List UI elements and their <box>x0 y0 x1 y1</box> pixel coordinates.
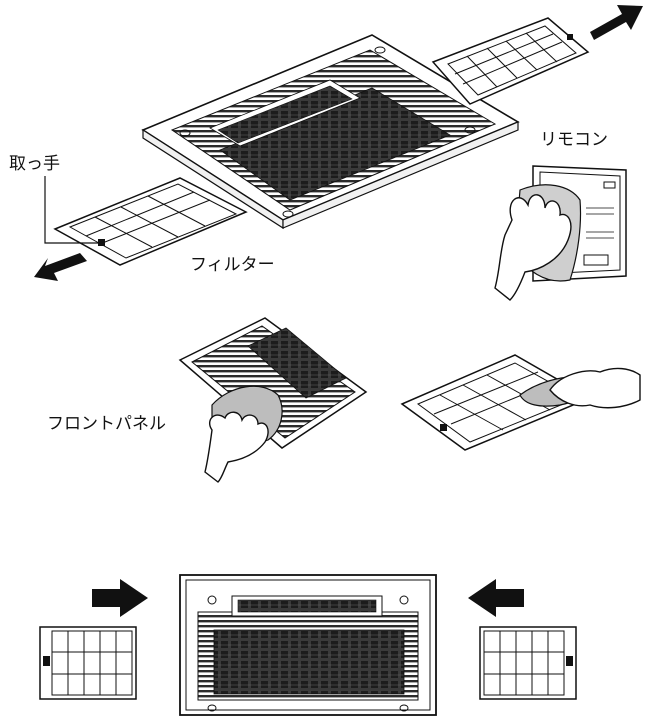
label-filter: フィルター <box>190 255 275 275</box>
remote-controller-cleaning <box>494 165 627 301</box>
label-front-panel: フロントパネル <box>47 414 166 434</box>
arrow-icon <box>34 253 87 281</box>
filter-left-insert <box>39 626 137 700</box>
filter-right-removed <box>431 17 590 105</box>
hand-icon <box>549 367 641 409</box>
arrow-icon <box>92 579 148 617</box>
filter-wiping <box>400 354 641 451</box>
label-handle: 取っ手 <box>9 154 60 174</box>
front-panel-wiping <box>178 317 368 483</box>
arrow-icon <box>468 579 524 617</box>
handle-leader-line <box>44 176 100 244</box>
filter-handle-icon <box>43 656 50 666</box>
hand-icon <box>494 194 572 301</box>
unit-exploded-view <box>34 5 643 281</box>
filter-right-insert <box>479 626 577 700</box>
label-remote: リモコン <box>540 130 608 150</box>
arrow-icon <box>590 5 643 40</box>
filter-handle-icon <box>567 34 573 40</box>
filter-handle-icon <box>566 656 573 666</box>
front-panel-bottom <box>179 574 437 716</box>
front-panel-main <box>141 34 520 230</box>
filter-left-removed <box>53 177 248 266</box>
hand-icon <box>204 411 269 483</box>
filter-handle-icon <box>98 239 105 246</box>
filter-handle-icon <box>440 424 447 431</box>
